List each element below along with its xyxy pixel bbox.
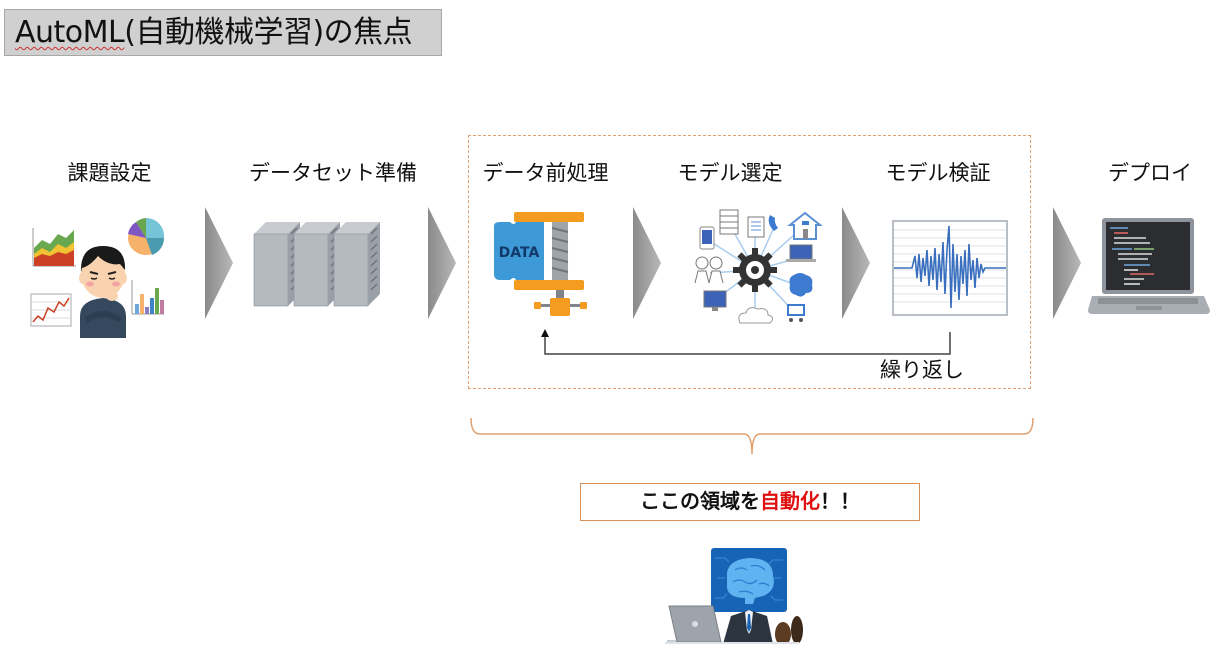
gear-network-icon <box>694 209 823 324</box>
curly-brace <box>470 417 1034 455</box>
flow-arrow-icon <box>1053 207 1081 319</box>
automation-region-box <box>468 135 1031 389</box>
flow-arrow-icon <box>428 207 456 319</box>
flow-arrow-icon <box>842 207 870 319</box>
step-label-model-selection: モデル選定 <box>677 161 783 185</box>
server-racks-icon <box>253 222 380 307</box>
page-title: AutoML(自動機械学習)の焦点 <box>15 15 413 50</box>
step-label-deploy: デプロイ <box>1108 161 1192 185</box>
step-label-dataset-prep: データセット準備 <box>249 161 417 185</box>
ai-brain-businessman-icon <box>665 548 803 644</box>
server-rack <box>253 222 300 307</box>
clamp-data-text: DATA <box>499 245 540 261</box>
step-label-preprocessing: データ前処理 <box>482 161 609 185</box>
flow-arrow-icon <box>205 207 233 319</box>
laptop-code-icon <box>1088 218 1210 314</box>
repeat-label: 繰り返し <box>880 358 964 382</box>
step-label-model-validation: モデル検証 <box>885 161 991 185</box>
gear-icon <box>733 248 777 292</box>
repeat-loop-arrow <box>541 329 951 355</box>
data-clamp-compression-icon: DATA <box>494 212 587 316</box>
thinking-person-with-charts-icon <box>30 217 165 338</box>
callout-highlight: 自動化 <box>760 489 820 513</box>
title-box: AutoML(自動機械学習)の焦点 <box>4 9 442 56</box>
waveform-chart-icon <box>892 220 1008 316</box>
step-label-problem-definition: 課題設定 <box>67 161 152 185</box>
automation-callout: ここの領域を自動化！！ <box>580 483 920 521</box>
flow-arrow-icon <box>633 207 661 319</box>
